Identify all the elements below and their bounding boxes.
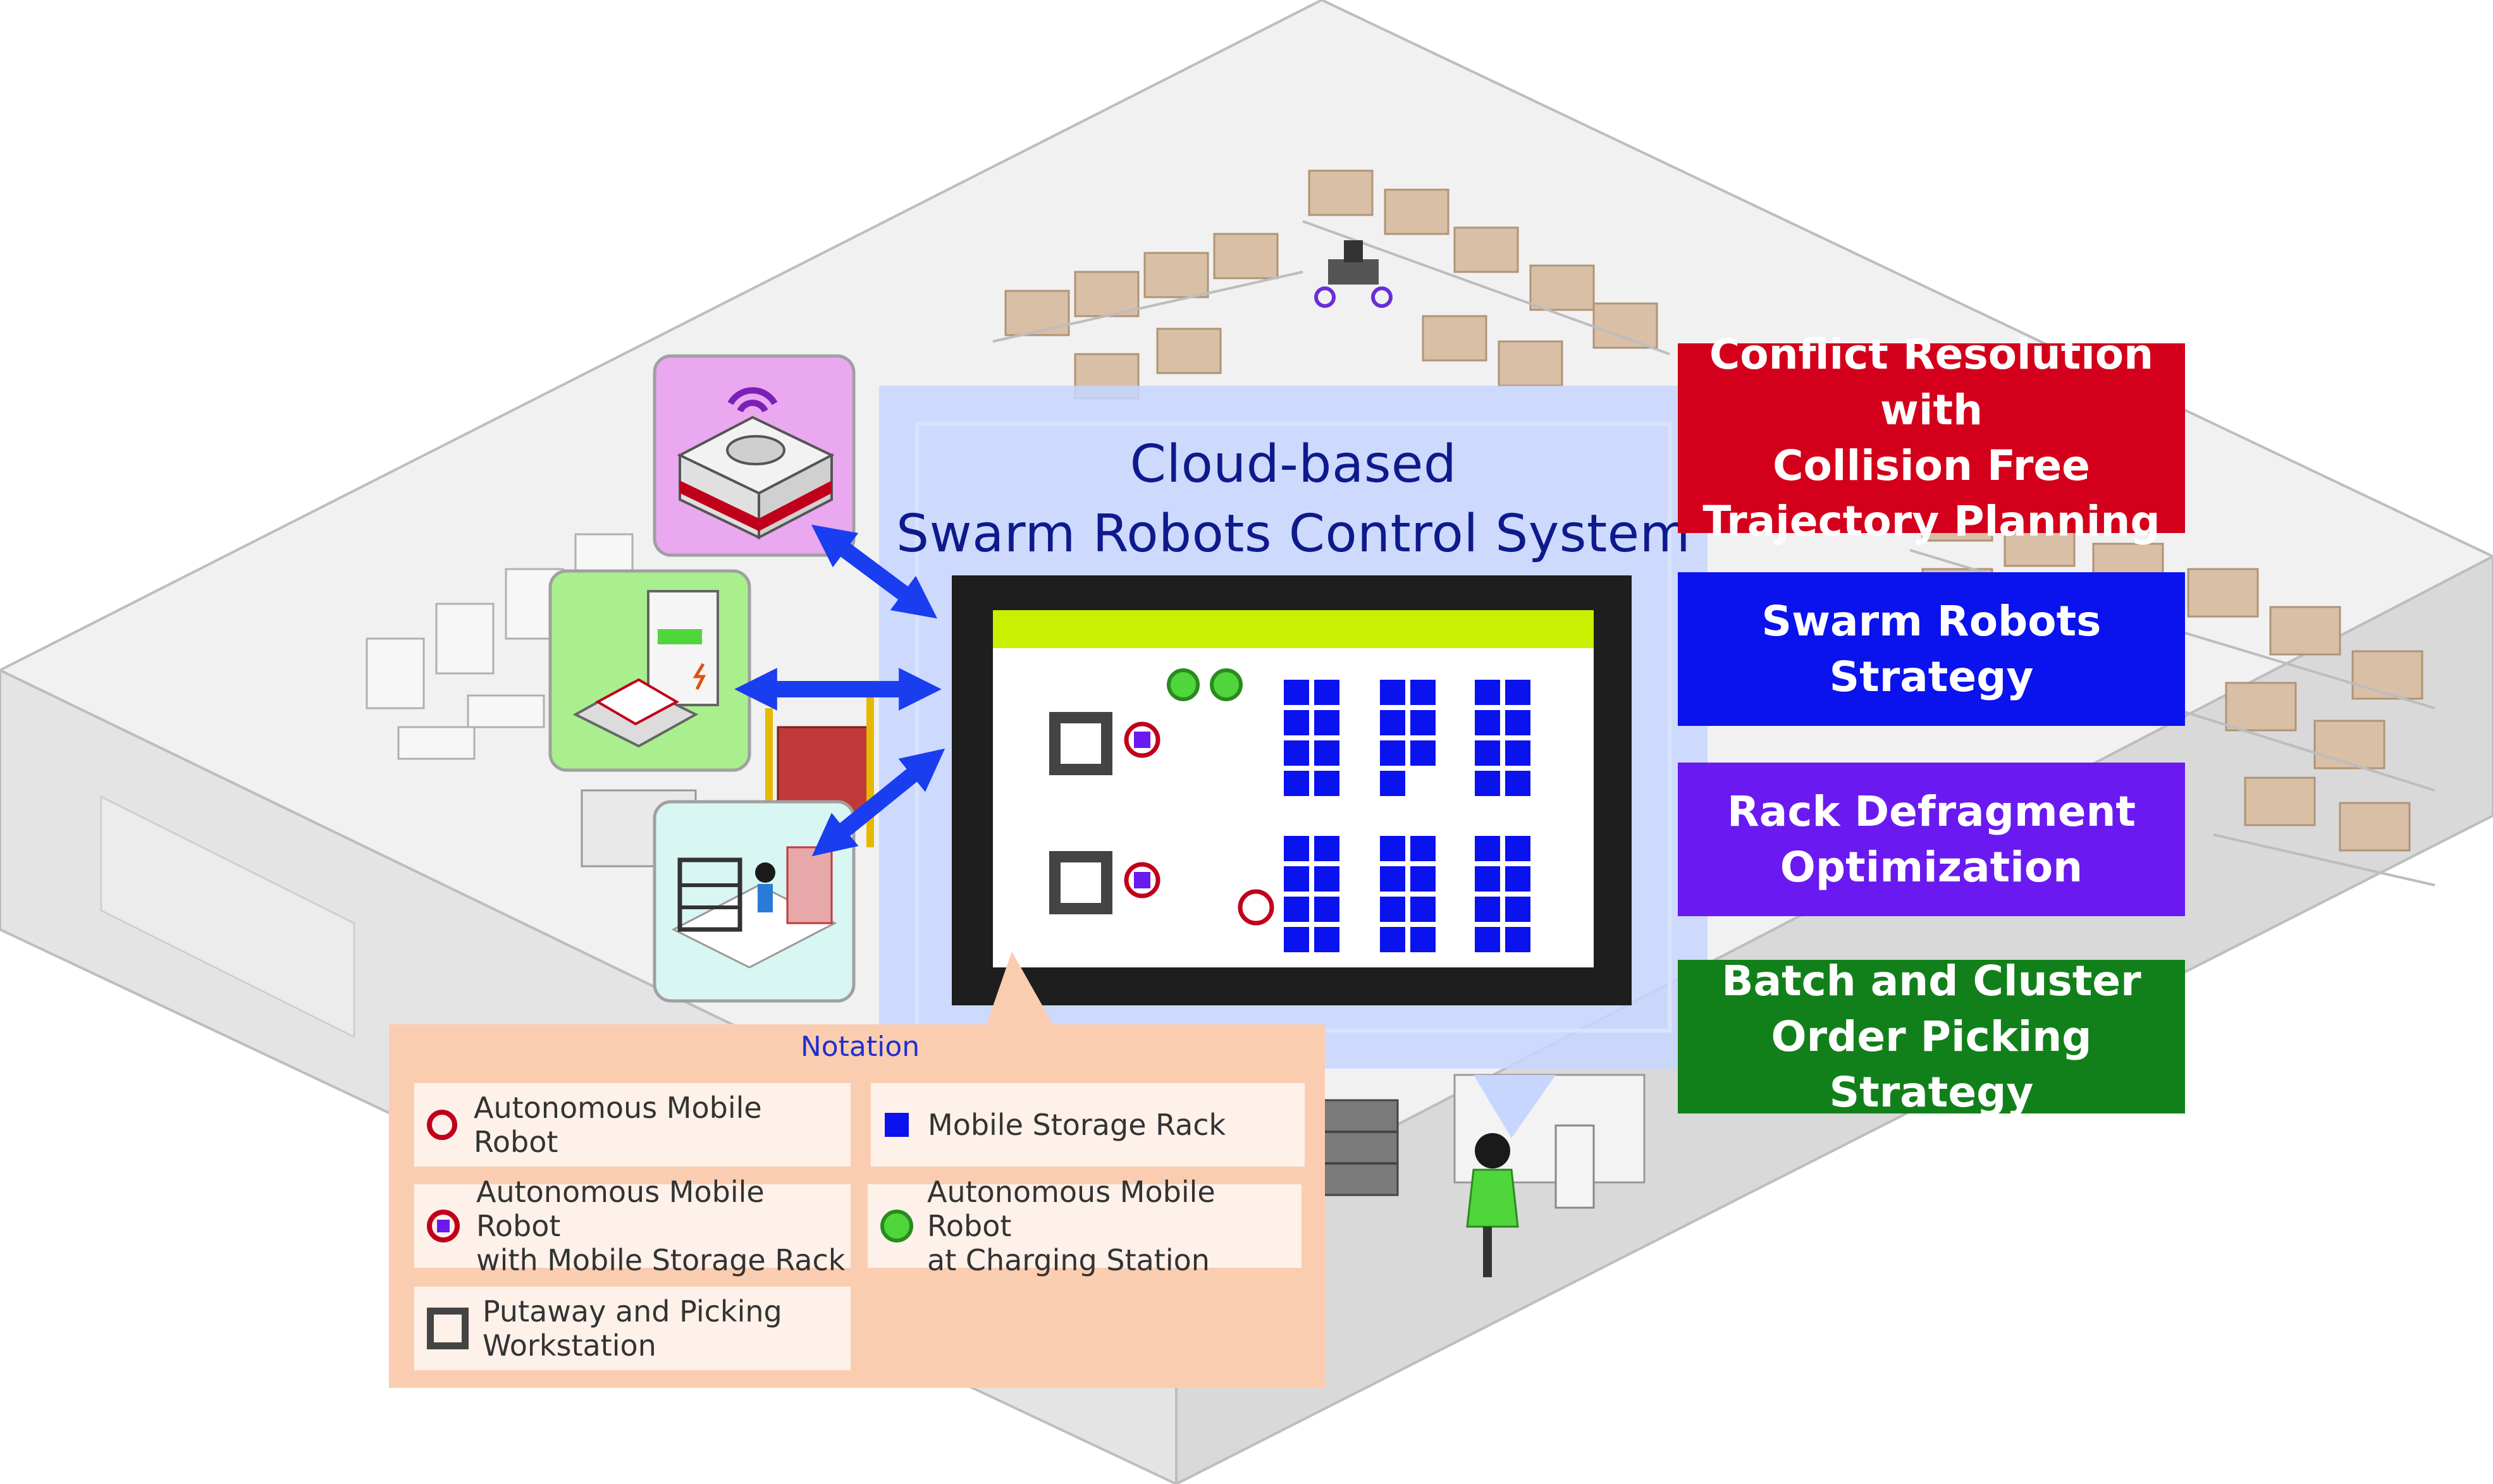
notation-item-mobile-robot: Autonomous Mobile Robot bbox=[414, 1083, 851, 1167]
notation-label-line: Mobile Storage Rack bbox=[928, 1108, 1226, 1142]
strategy-line: Trajectory Planning bbox=[1702, 497, 2160, 546]
robot-with-rack-icon bbox=[1124, 862, 1160, 898]
strategy-line: Collision Free bbox=[1773, 441, 2090, 490]
blue-square-icon bbox=[885, 1113, 909, 1137]
notation-label-line: at Charging Station bbox=[927, 1243, 1210, 1277]
strategy-rack-defragment: Rack Defragment Optimization bbox=[1678, 763, 2185, 916]
charging-robot-icon bbox=[1167, 668, 1200, 701]
robot-with-rack-icon bbox=[1124, 721, 1160, 758]
control-system-title: Cloud-based Swarm Robots Control System bbox=[879, 430, 1708, 569]
notation-item-robot-with-rack: Autonomous Mobile Robot with Mobile Stor… bbox=[414, 1175, 851, 1277]
notation-label-line: with Mobile Storage Rack bbox=[476, 1243, 846, 1277]
strategy-collision-free: Conflict Resolution with Collision Free … bbox=[1678, 330, 2185, 546]
charging-station-tile bbox=[548, 569, 751, 772]
strategy-line: Optimization bbox=[1780, 842, 2083, 892]
notation-item-workstation: Putaway and Picking Workstation bbox=[414, 1287, 851, 1370]
notation-label-line: Autonomous Mobile Robot bbox=[474, 1091, 762, 1159]
red-ring-icon bbox=[427, 1110, 457, 1140]
strategy-line: Order Picking Strategy bbox=[1771, 1012, 2092, 1117]
dark-square-outline-icon bbox=[427, 1308, 469, 1349]
callout-pointers bbox=[987, 952, 1556, 1138]
charging-robot-icon bbox=[1210, 668, 1243, 701]
notation-label-line: Autonomous Mobile Robot bbox=[476, 1175, 765, 1243]
strategy-swarm-robots: Swarm Robots Strategy bbox=[1678, 572, 2185, 726]
control-screen bbox=[952, 575, 1632, 1005]
notation-item-storage-rack: Mobile Storage Rack bbox=[871, 1083, 1305, 1167]
strategy-line: Conflict Resolution with bbox=[1709, 330, 2154, 434]
picking-station-tile bbox=[653, 800, 856, 1003]
red-ring-with-square-icon bbox=[427, 1210, 460, 1242]
notation-title: Notation bbox=[800, 1031, 920, 1063]
amr-robot-tile bbox=[653, 354, 856, 557]
notation-label-line: Putaway and Picking bbox=[483, 1294, 782, 1328]
strategy-line: Batch and Cluster bbox=[1721, 956, 2141, 1005]
title-line: Cloud-based bbox=[1130, 434, 1457, 494]
strategy-line: Swarm Robots Strategy bbox=[1761, 596, 2102, 701]
notation-label-line: Workstation bbox=[483, 1328, 656, 1363]
wifi-icon bbox=[727, 387, 778, 405]
title-line: Swarm Robots Control System bbox=[896, 504, 1690, 564]
drone-robot-icon bbox=[1314, 240, 1393, 308]
mobile-robot-icon bbox=[1238, 889, 1274, 926]
notation-label-line: Autonomous Mobile Robot bbox=[927, 1175, 1216, 1243]
green-circle-icon bbox=[880, 1210, 913, 1242]
connection-arrows bbox=[734, 524, 945, 857]
notation-item-charging-robot: Autonomous Mobile Robot at Charging Stat… bbox=[868, 1175, 1302, 1277]
strategy-line: Rack Defragment bbox=[1727, 787, 2136, 836]
strategy-order-picking: Batch and Cluster Order Picking Strategy bbox=[1678, 957, 2185, 1117]
rack-grid bbox=[1284, 680, 1530, 952]
